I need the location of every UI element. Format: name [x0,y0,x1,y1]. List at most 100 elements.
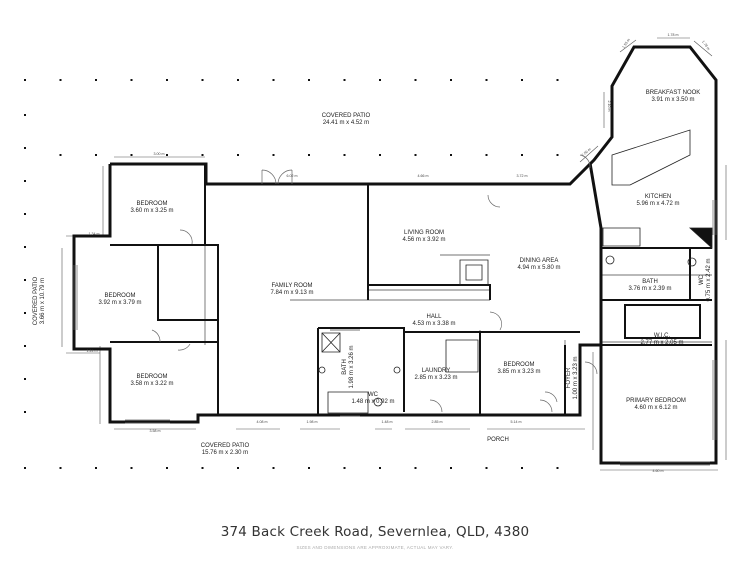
patio-post [24,79,26,81]
patio-post [485,79,488,81]
patio-post [308,79,310,81]
patio-posts [24,79,559,469]
dimension-label: 1.24 m [87,349,98,353]
dimension-label: 4.08 m [257,420,268,424]
exterior-walls [72,45,718,465]
patio-post [201,467,204,469]
dimension-label: 1.98 m [307,420,318,424]
dimension-label: 1.34 m [89,232,100,236]
room-size: 3.92 m x 3.79 m [98,300,141,306]
patio-post [556,79,559,81]
room-name: HALL [426,314,442,320]
patio-post [24,378,26,380]
patio-post [343,154,346,156]
room-name: BEDROOM [104,293,135,299]
patio-post [95,154,97,156]
patio-post [485,154,488,156]
room-size: 3.85 m x 3.23 m [497,369,540,375]
room-size: 1.00 m x 3.23 m [573,356,579,399]
room-size: 5.96 m x 4.72 m [636,201,679,207]
room-size: 2.85 m x 3.23 m [414,375,457,381]
dimension-label: 3.72 m [517,174,528,178]
room-name: BREAKFAST NOOK [646,90,701,96]
room-wc-main: WC1.48 m x 0.92 m [351,392,394,405]
room-name: W.I.C. [654,333,671,339]
patio-post [95,467,97,469]
room-size: 1.98 m x 3.26 m [349,345,355,388]
room-name: WC [699,274,705,285]
patio-post [24,312,26,314]
room-size: 4.56 m x 3.92 m [402,237,445,243]
patio-post [556,467,559,469]
room-porch: PORCH [487,437,509,443]
patio-post [272,467,275,469]
patio-post [24,411,26,413]
dimension-label: 3.58 m [150,429,161,433]
room-name: FAMILY ROOM [271,283,312,289]
patio-post [24,114,26,116]
fixtures [318,129,713,414]
patio-post [308,154,310,156]
room-name: BEDROOM [136,201,167,207]
room-size: 3.66 m x 10.79 m [40,278,46,324]
dimension-label: 1.55 m [621,38,631,49]
room-name: COVERED PATIO [33,276,39,325]
patio-post [272,79,275,81]
disclaimer-text: SIZES AND DIMENSIONS ARE APPROXIMATE, AC… [296,545,454,550]
patio-post [237,154,239,156]
room-name: WC [368,392,379,398]
patio-post [24,279,26,281]
room-name: PORCH [487,437,509,443]
patio-post [130,154,133,156]
patio-post [414,154,417,156]
patio-post [130,79,133,81]
room-name: LIVING ROOM [404,230,444,236]
dimension-label: 2.10 m [607,101,611,112]
dimension-label: 1.78 m [668,33,679,37]
patio-post [414,79,417,81]
room-name: BEDROOM [503,362,534,368]
dimension-label: 1.48 m [382,420,393,424]
patio-post [308,467,310,469]
room-name: PRIMARY BEDROOM [626,398,686,404]
patio-post [166,79,168,81]
patio-post [414,467,417,469]
patio-post [272,154,275,156]
patio-post [59,79,62,81]
patio-post [521,467,523,469]
patio-post [24,180,26,182]
dimension-lines [61,37,727,471]
patio-post [201,79,204,81]
patio-post [24,345,26,347]
room-size: 15.76 m x 2.30 m [202,450,248,456]
patio-post [485,467,488,469]
dimension-label: 1.78 m [701,40,711,51]
room-name: COVERED PATIO [201,443,250,449]
patio-post [95,79,97,81]
patio-post [24,213,26,215]
patio-post [59,154,62,156]
interior-walls [110,164,712,415]
room-size: 4.94 m x 5.80 m [517,265,560,271]
patio-post [166,154,168,156]
patio-post [166,467,168,469]
dimension-label: 4.66 m [418,174,429,178]
patio-post [237,79,239,81]
dimension-label: 2.56 m [581,147,592,157]
patio-post [379,154,381,156]
